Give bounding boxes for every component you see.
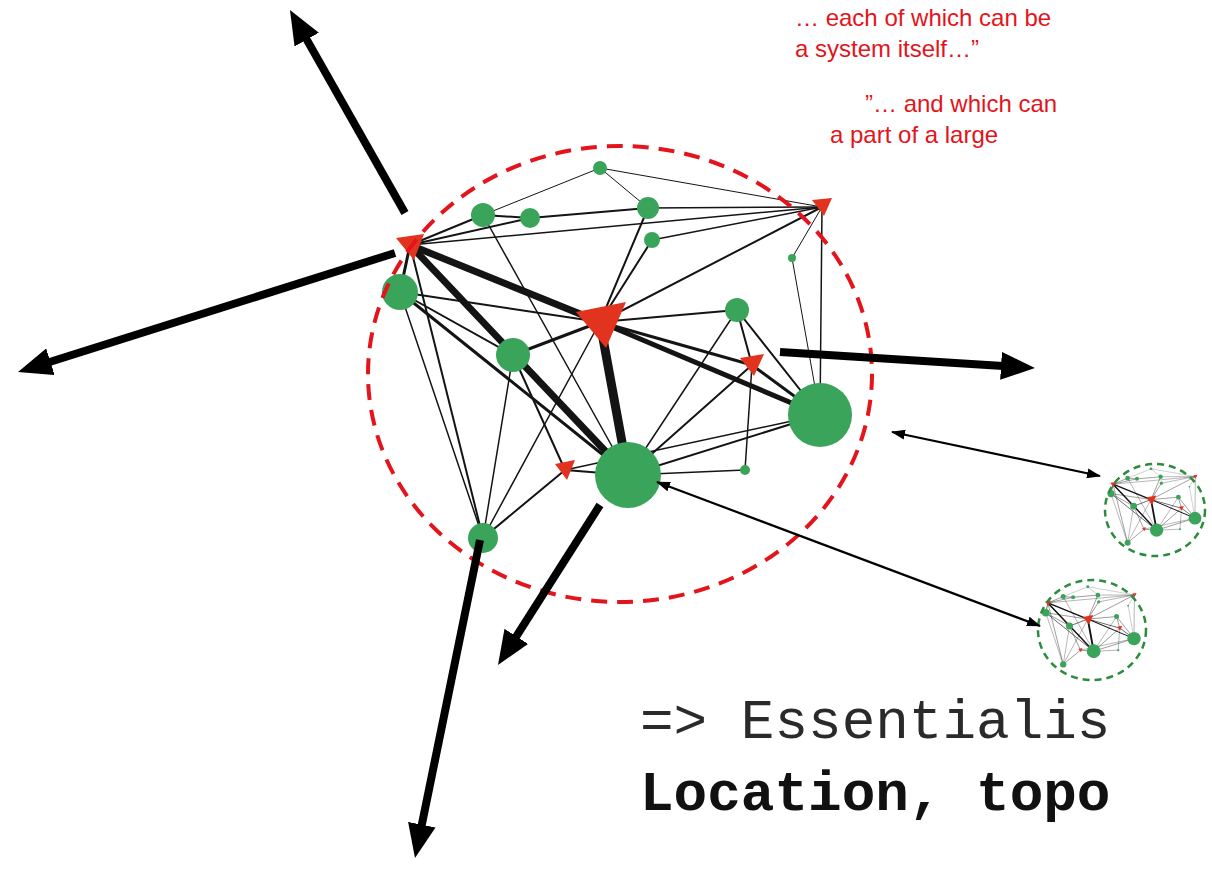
network-graph [382,161,852,553]
outward-arrow [302,31,405,213]
quote-callout: … each of which can be a system itself…” [795,2,1060,64]
outward-arrow [41,253,395,365]
outward-arrow [511,505,600,645]
outward-arrow [420,540,480,835]
outward-arrow [780,352,1011,367]
double-arrow [657,482,1040,626]
network-graph [1107,467,1201,545]
double-arrow [892,432,1100,476]
link-arrows [657,432,1100,626]
heading-text: => Essentialis [640,690,1110,756]
network-graph [1042,585,1141,667]
subsystem-boundary [1105,464,1205,556]
heading-text: Location, topo [640,762,1110,828]
subsystem-boundary [1038,580,1146,680]
quote-callout: ”… and which can a part of a large [830,88,1065,150]
